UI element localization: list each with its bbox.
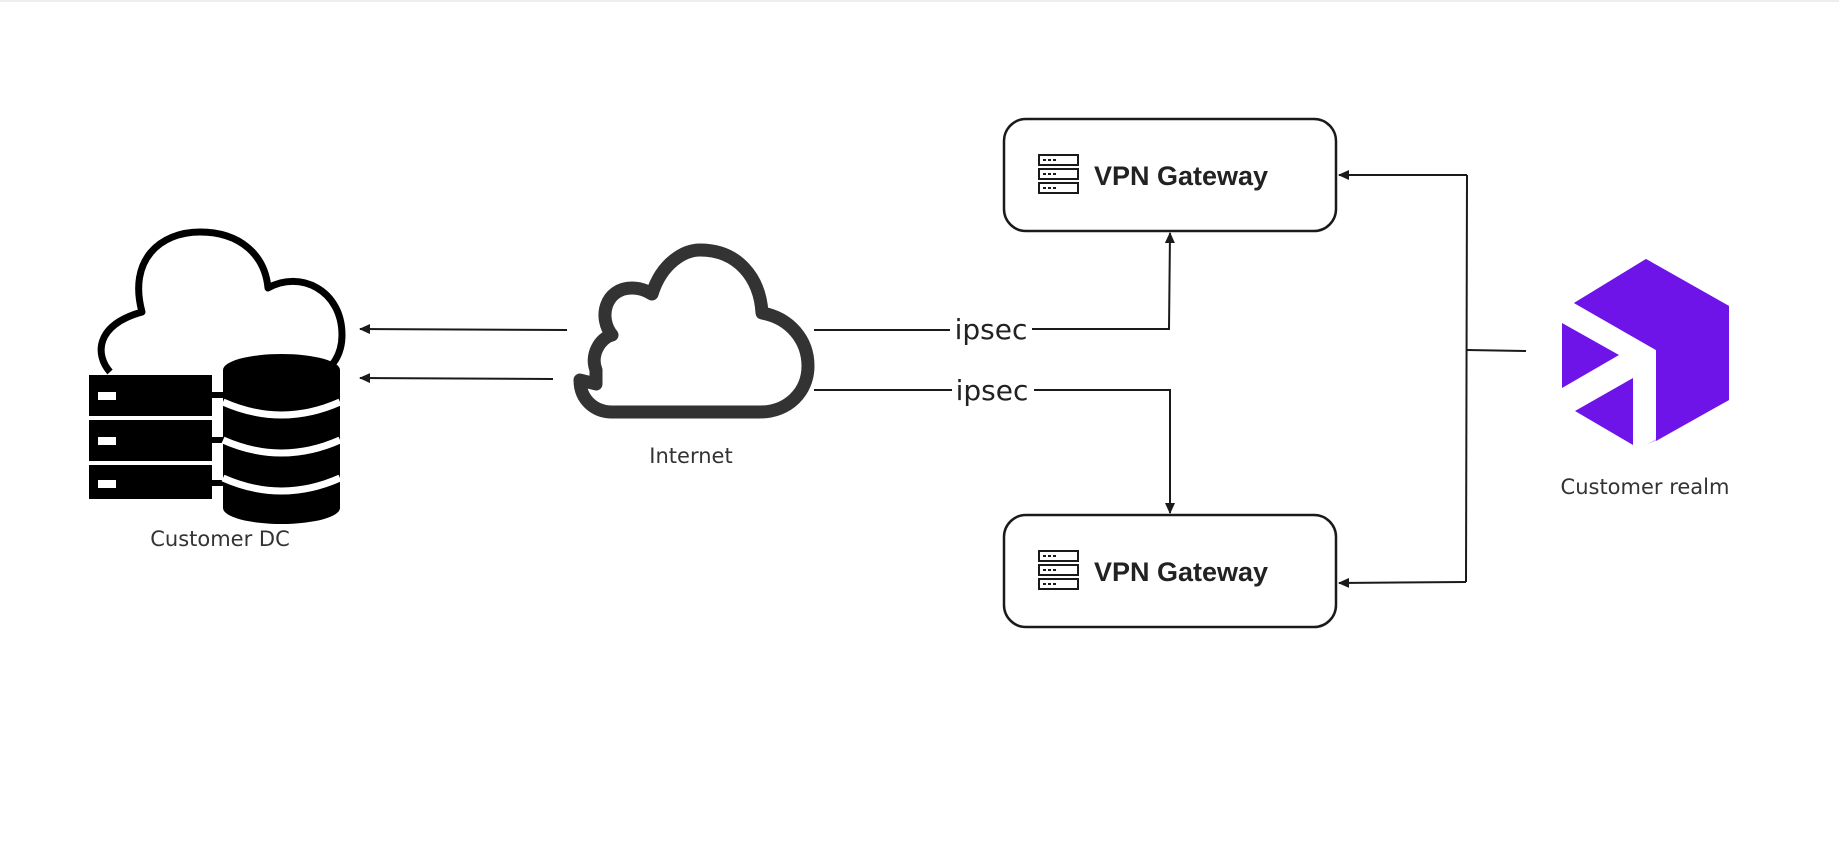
- customer-dc-label: Customer DC: [150, 527, 290, 551]
- vpn-gateway-bottom-box: [1002, 513, 1338, 629]
- internet-node[interactable]: Internet: [573, 243, 815, 468]
- vpn-gateway-top-box: [1002, 117, 1338, 233]
- vpn-gateway-bottom-node[interactable]: VPN Gateway: [1002, 513, 1338, 629]
- internet-label: Internet: [649, 444, 732, 468]
- hexagon-logo-icon: [1562, 259, 1729, 445]
- vpn-gateway-top-label: VPN Gateway: [1094, 161, 1268, 191]
- server-stack-icon: [1038, 154, 1079, 194]
- customer-realm-node[interactable]: Customer realm: [1561, 259, 1730, 499]
- realm-to-gateways-connector: [1338, 170, 1527, 588]
- ipsec-label-top: ipsec: [955, 313, 1028, 346]
- customer-dc-node[interactable]: Customer DC: [89, 228, 346, 551]
- internet-to-dc-arrow-bottom: [359, 373, 554, 384]
- ipsec-link-top: ipsec: [814, 232, 1175, 346]
- cloud-icon: [573, 243, 815, 419]
- database-icon: [221, 354, 342, 524]
- server-rack-icon: [89, 375, 226, 499]
- ipsec-label-bottom: ipsec: [956, 374, 1029, 407]
- customer-realm-label: Customer realm: [1561, 475, 1730, 499]
- internet-to-dc-arrow-top: [359, 324, 568, 335]
- vpn-gateway-bottom-label: VPN Gateway: [1094, 557, 1268, 587]
- server-stack-icon: [1038, 550, 1079, 590]
- cloud-database-server-icon: [89, 228, 346, 524]
- ipsec-link-bottom: ipsec: [814, 374, 1175, 514]
- vpn-gateway-top-node[interactable]: VPN Gateway: [1002, 117, 1338, 233]
